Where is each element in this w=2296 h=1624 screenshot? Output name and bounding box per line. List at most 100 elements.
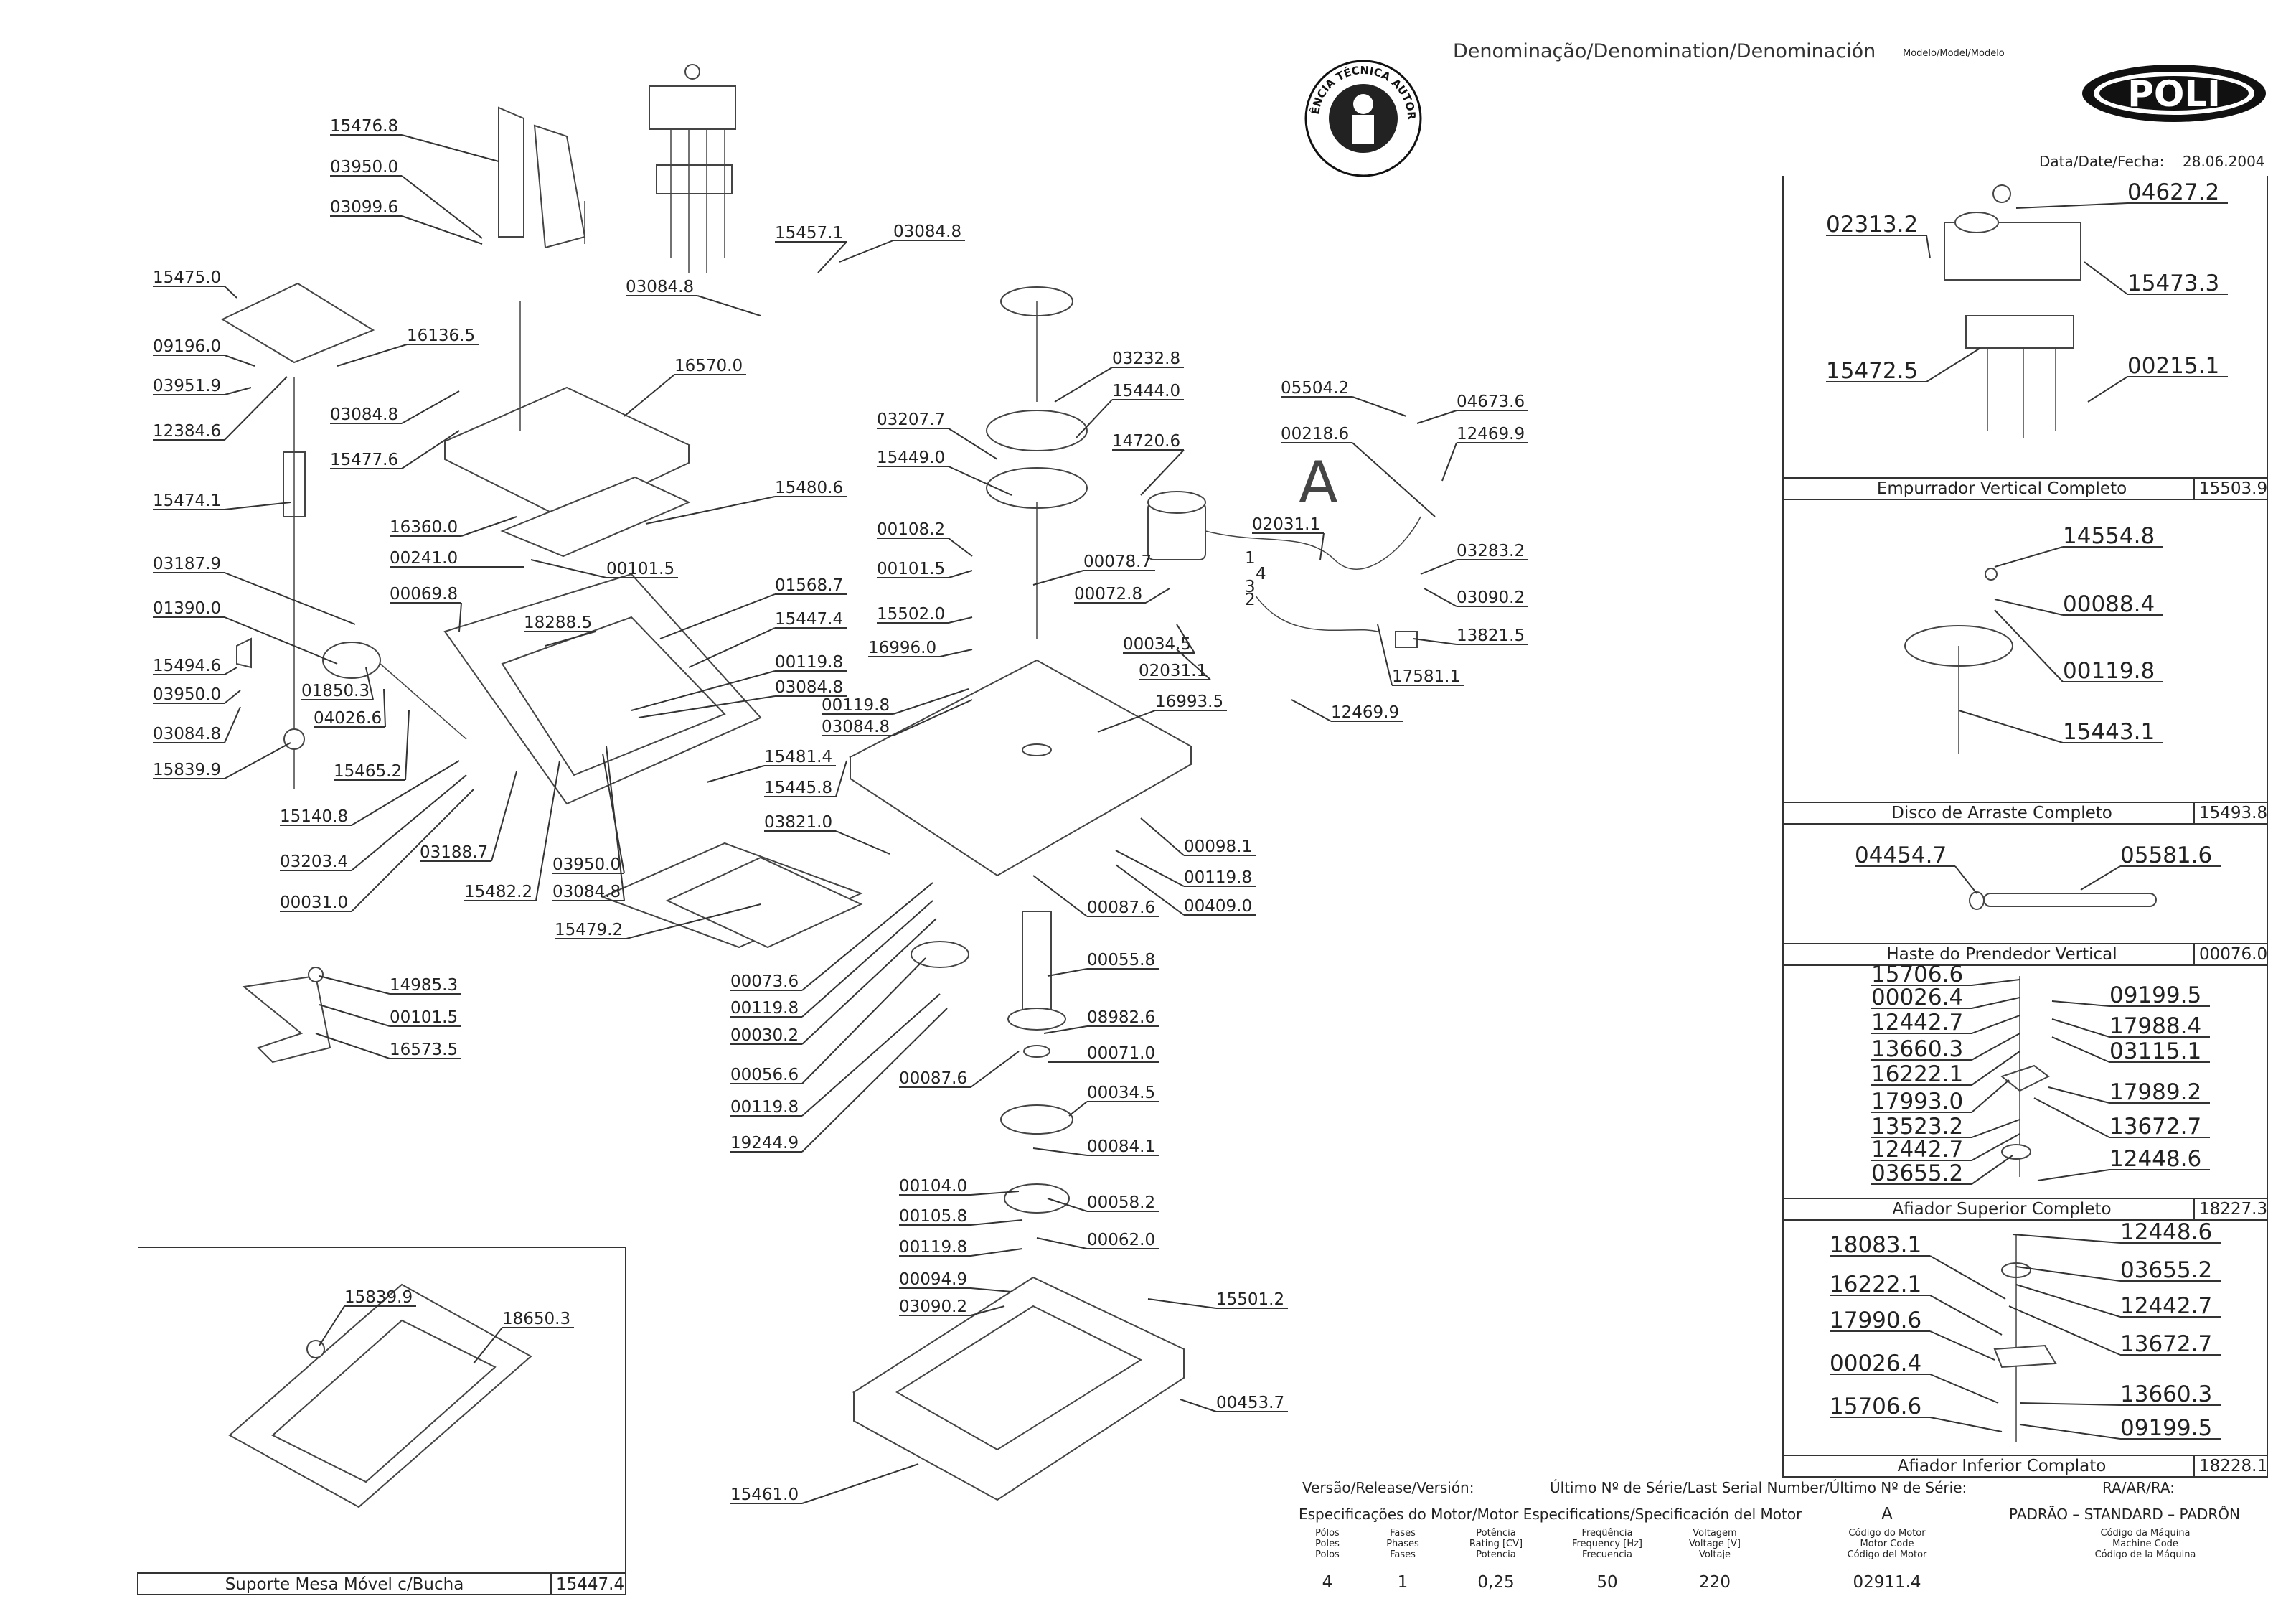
leader-line [2048, 1086, 2110, 1104]
brand-name: POLI [2127, 73, 2221, 115]
part-number-label: 16222.1 [1830, 1272, 1921, 1297]
leader-line [2015, 1266, 2121, 1282]
leader-line [351, 789, 474, 912]
part-number-label: 00087.6 [899, 1069, 967, 1088]
spec-header: Código del Motor [1848, 1549, 1927, 1560]
part-number-label: 15140.8 [280, 807, 348, 826]
part-number-label: 12442.7 [1871, 1137, 1963, 1163]
part-number-label: 03207.7 [877, 410, 945, 429]
part-number-label: 03951.9 [153, 377, 221, 395]
right-panels-frame [1782, 176, 2268, 1478]
leader-line [319, 1305, 345, 1346]
lead-1: 1 [1245, 549, 1256, 568]
leader-line [224, 742, 291, 779]
part-number-label: 12469.9 [1457, 425, 1525, 443]
part-number-label: 00105.8 [899, 1207, 967, 1226]
part-number-label: 15465.2 [334, 762, 402, 781]
leader-line [2008, 1305, 2121, 1356]
part-number-label: 12442.7 [1871, 1010, 1963, 1036]
part-number-label: 00101.5 [877, 560, 945, 578]
motor-letter: A [1881, 1505, 1893, 1524]
part-number-label: 12442.7 [2120, 1293, 2212, 1319]
leader-line [606, 746, 625, 901]
leader-line [224, 387, 252, 395]
part-number-label: 00119.8 [899, 1238, 967, 1257]
part-number-label: 00119.8 [730, 999, 799, 1018]
leader-line [1926, 347, 1981, 382]
leader-line [801, 1463, 919, 1504]
leader-line [405, 710, 410, 781]
lead-4: 4 [1256, 565, 1266, 583]
panel-haste-title: Haste do Prendedor Vertical [1886, 945, 2117, 964]
date-value: 28.06.2004 [2183, 153, 2265, 170]
leader-line [1971, 1051, 2020, 1086]
main-part-callouts: 15476.803950.003099.615475.009196.003951… [153, 117, 1528, 1504]
part-number-label: 16222.1 [1871, 1061, 1963, 1087]
spec-header: Voltaje [1699, 1549, 1731, 1560]
spec-header: Machine Code [2112, 1539, 2178, 1549]
part-number-label: 00108.2 [877, 520, 945, 539]
part-number-label: 00072.8 [1074, 585, 1142, 604]
leader-line [1994, 609, 2064, 682]
part-number-label: 03655.2 [1871, 1160, 1963, 1186]
leader-line [1929, 1417, 2003, 1432]
part-number-label: 00058.2 [1087, 1193, 1155, 1212]
lead-2: 2 [1245, 591, 1256, 609]
part-number-label: 16996.0 [868, 639, 936, 657]
part-number-label: 00062.0 [1087, 1231, 1155, 1249]
leader-line [319, 975, 390, 995]
leader-line [1994, 546, 2064, 568]
part-number-label: 01850.3 [301, 682, 370, 700]
leader-line [1420, 559, 1457, 575]
leader-line [1926, 235, 1931, 259]
part-number-label: 15501.2 [1216, 1290, 1284, 1309]
leader-line [401, 175, 483, 239]
leader-line [351, 774, 467, 871]
leader-line [224, 690, 241, 704]
part-number-label: 15443.1 [2063, 719, 2155, 745]
part-number-label: 14985.3 [390, 976, 458, 995]
part-number-label: 13821.5 [1457, 626, 1525, 645]
spec-header: Fases [1390, 1549, 1416, 1560]
part-number-label: 15447.4 [775, 610, 843, 629]
part-number-label: 00026.4 [1830, 1351, 1921, 1376]
release-label: Versão/Release/Versión: [1302, 1479, 1474, 1496]
leader-line [1291, 699, 1332, 722]
leader-line [2080, 865, 2121, 891]
leader-line [545, 631, 596, 647]
part-number-label: 19244.9 [730, 1134, 799, 1153]
part-number-label: 15479.2 [555, 921, 623, 939]
leader-line [1971, 1033, 2020, 1061]
leader-line [491, 771, 517, 862]
leader-line [801, 993, 941, 1117]
panel-afiador-sup-title: Afiador Superior Completo [1892, 1200, 2111, 1219]
leader-line [458, 602, 462, 632]
part-number-label: 03084.8 [153, 725, 221, 743]
leader-line [1047, 1198, 1088, 1212]
part-number-label: 00119.8 [822, 696, 890, 715]
part-number-label: 00409.0 [1184, 897, 1252, 916]
part-number-label: 16360.0 [390, 518, 458, 537]
panel-haste-code: 00076.0 [2199, 945, 2267, 964]
leader-line [1032, 1147, 1088, 1156]
leader-line [970, 1305, 1005, 1316]
leader-line [1929, 1295, 2003, 1336]
leader-line [1140, 817, 1185, 856]
leader-line [224, 667, 237, 675]
part-number-label: 03099.6 [330, 198, 398, 217]
leader-line [2015, 1284, 2121, 1318]
leader-line [970, 1287, 1012, 1292]
leader-line [1180, 1399, 1217, 1412]
spec-header: Fases [1390, 1528, 1416, 1539]
part-number-label: 15476.8 [330, 117, 398, 136]
part-number-label: 15444.0 [1112, 382, 1180, 400]
leader-line [1176, 624, 1195, 654]
part-number-label: 09199.5 [2109, 982, 2201, 1008]
spec-header: Polos [1315, 1549, 1340, 1560]
part-number-label: 08982.6 [1087, 1008, 1155, 1027]
part-number-label: 03084.8 [822, 718, 890, 736]
part-number-label: 00094.9 [899, 1270, 967, 1289]
part-number-label: 14554.8 [2063, 523, 2155, 549]
part-number-label: 12384.6 [153, 422, 221, 441]
